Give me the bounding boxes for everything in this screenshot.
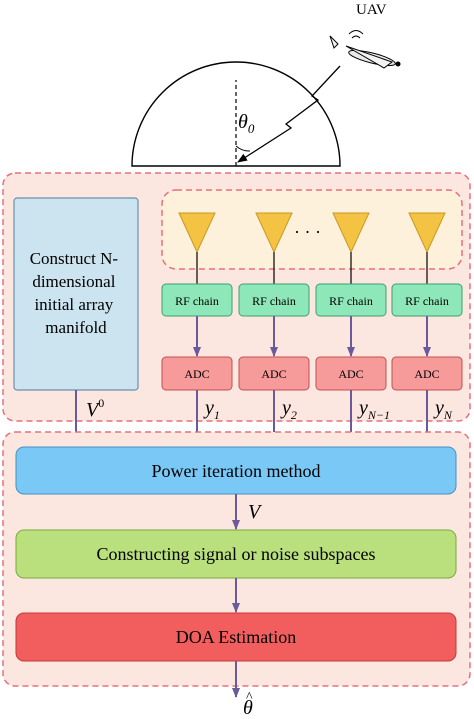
antenna-group [161, 189, 463, 270]
uav-label: UAV [356, 2, 387, 18]
rf-chain-label: RF chain [252, 294, 296, 308]
output-label: y1 [203, 397, 220, 422]
adc-label: ADC [184, 367, 209, 381]
angle-label: θ0 [238, 111, 255, 136]
adc-label: ADC [414, 367, 439, 381]
output-label: yN−1 [357, 397, 390, 422]
output-label: yN [433, 397, 453, 422]
uav-scene: θ0 UAV [131, 2, 401, 167]
antenna-ellipsis: · · · [294, 222, 321, 242]
angle-arc [235, 145, 251, 152]
v0-label: V0 [86, 396, 104, 421]
antenna-icon [408, 212, 446, 254]
adc-label: ADC [338, 367, 363, 381]
rf-chain-label: RF chain [329, 294, 373, 308]
antenna-icon [178, 212, 216, 254]
antenna-icon [255, 212, 293, 254]
theta-hat-label: θ [243, 697, 253, 719]
output-label: y2 [280, 397, 297, 422]
v-label: V [248, 501, 263, 523]
subspaces-text: Constructing signal or noise subspaces [97, 544, 376, 564]
antenna-icon [332, 212, 370, 254]
adc-label: ADC [261, 367, 286, 381]
theta-hat-accent: ^ [246, 690, 253, 705]
construct-manifold-box [13, 197, 139, 391]
doa-text: DOA Estimation [176, 627, 297, 647]
rf-chain-label: RF chain [175, 294, 219, 308]
uav-icon [329, 30, 401, 69]
signal-zigzag [237, 65, 341, 163]
power-iteration-text: Power iteration method [152, 461, 321, 481]
construct-manifold-text: Construct N- dimensional initial array m… [30, 249, 123, 337]
rf-chain-label: RF chain [405, 294, 449, 308]
